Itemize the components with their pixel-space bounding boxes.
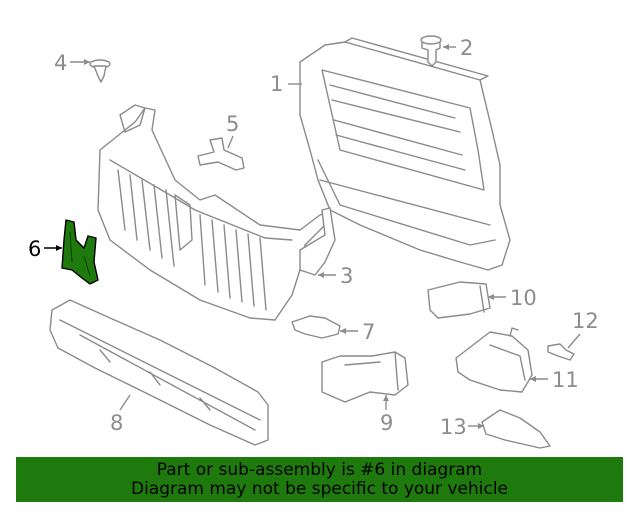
- part-11-duct: [455, 327, 533, 393]
- callout-10: 10: [488, 286, 537, 310]
- callout-6-label: 6: [28, 237, 41, 261]
- info-banner: Part or sub-assembly is #6 in diagram Di…: [16, 457, 623, 502]
- callout-4: 4: [54, 51, 90, 75]
- banner-line-2: Diagram may not be specific to your vehi…: [130, 479, 508, 499]
- part-9-duct: [321, 351, 409, 403]
- parts-diagram: 1 2 3 4 5 6 7 8 9 10: [28, 35, 599, 449]
- part-6-highlighted-bracket: [61, 219, 99, 285]
- callout-10-label: 10: [510, 286, 537, 310]
- part-5-bracket: [197, 137, 245, 171]
- callout-11-label: 11: [552, 368, 579, 392]
- callout-3: 3: [318, 264, 353, 288]
- callout-9: 9: [380, 395, 393, 435]
- part-7-bracket: [291, 315, 341, 339]
- callout-7-label: 7: [362, 320, 375, 344]
- part-2-clip: [420, 35, 442, 67]
- callout-13: 13: [440, 415, 484, 439]
- part-1-air-duct-frame: [299, 37, 511, 271]
- callout-9-label: 9: [380, 411, 393, 435]
- callout-7: 7: [340, 320, 375, 344]
- callout-1: 1: [270, 72, 302, 96]
- grille-carrier: [97, 104, 331, 321]
- banner-line-1: Part or sub-assembly is #6 in diagram: [156, 460, 483, 480]
- callout-4-label: 4: [54, 51, 67, 75]
- callout-8-label: 8: [110, 411, 123, 435]
- callout-12-label: 12: [572, 309, 599, 333]
- callout-2-label: 2: [460, 36, 473, 60]
- callout-1-label: 1: [270, 72, 283, 96]
- part-10-duct: [427, 281, 491, 319]
- callout-5-label: 5: [226, 112, 239, 136]
- part-12-clip: [547, 343, 575, 361]
- callout-2: 2: [443, 36, 473, 60]
- callout-13-label: 13: [440, 415, 467, 439]
- callout-12: 12: [567, 309, 599, 349]
- callout-5: 5: [226, 112, 239, 149]
- callout-3-label: 3: [340, 264, 353, 288]
- callout-8: 8: [110, 394, 131, 435]
- callout-6: 6: [28, 237, 62, 261]
- part-4-screw: [89, 59, 111, 83]
- part-8-lower-deflector: [49, 299, 269, 446]
- part-3-bracket: [299, 207, 336, 276]
- callout-11: 11: [530, 368, 579, 392]
- part-13-duct: [481, 409, 551, 449]
